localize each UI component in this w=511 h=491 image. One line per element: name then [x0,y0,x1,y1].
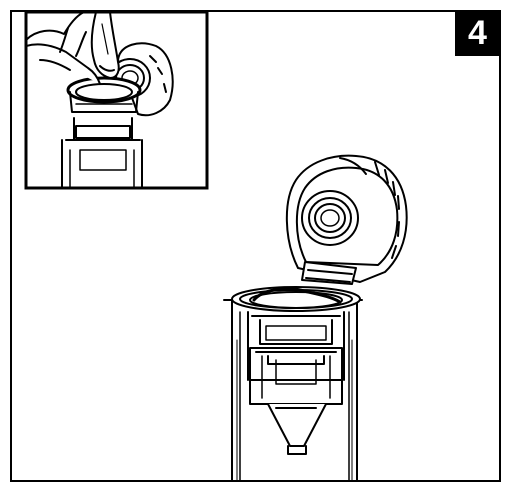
pitcher-body [223,286,363,482]
main-pitcher-view [223,154,408,482]
inset-frame [24,10,209,190]
inset-view [24,10,209,190]
pitcher-lid [285,154,408,285]
step-number-badge: 4 [455,11,500,56]
